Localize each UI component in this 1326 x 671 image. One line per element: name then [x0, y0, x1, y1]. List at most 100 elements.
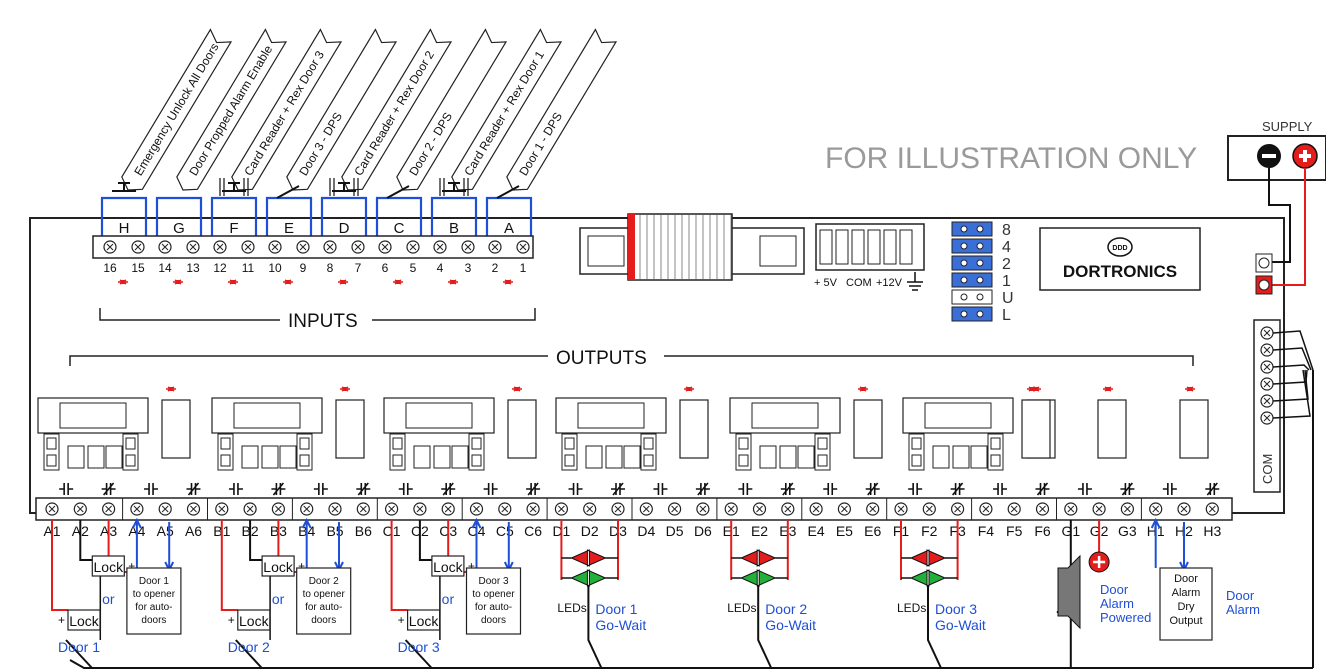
inputs-bracket: INPUTS: [99, 308, 536, 332]
supply-terminals: SUPPLY: [1227, 119, 1326, 295]
input-terminal-number: 15: [131, 261, 145, 275]
nc-contact-icon: [1120, 482, 1135, 496]
dip-label: U: [1002, 290, 1014, 307]
power-12v-label: +12V: [876, 277, 903, 289]
no-contact-icon: [568, 483, 583, 495]
output-terminal-label: F2: [921, 523, 938, 539]
or-label: or: [442, 591, 455, 607]
lock-label: Lock: [69, 613, 100, 629]
nc-contact-icon: [780, 482, 795, 496]
dip-label: 4: [1002, 239, 1011, 256]
opener-text: for auto-: [135, 602, 172, 613]
output-terminal-label: D5: [666, 523, 684, 539]
card-reader-icon: [219, 178, 249, 196]
output-terminal-label: E4: [808, 523, 825, 539]
input-tag: Card Reader + Rex Door 3: [231, 28, 343, 191]
speaker-icon: [1057, 554, 1081, 630]
input-group-label: G: [173, 220, 185, 237]
com-terminal-strip: COM: [1253, 319, 1314, 668]
nc-contact-icon: [526, 482, 541, 496]
pushbutton-icon: [112, 182, 136, 192]
lock-power-wire: [220, 520, 238, 611]
go-wait-label: Door 1: [595, 601, 637, 617]
relay: [853, 399, 883, 459]
output-terminal-label: E2: [751, 523, 768, 539]
toggle-switch-icon: [496, 185, 520, 199]
no-contact-icon: [823, 483, 838, 495]
led-icon: [570, 549, 607, 567]
opener-wire: [132, 517, 142, 568]
input-terminal-number: 9: [300, 261, 307, 275]
pushbutton-icon: [332, 182, 356, 192]
output-terminal-label: D2: [581, 523, 599, 539]
input-loop-wire: [485, 196, 533, 244]
no-contact-icon: [483, 483, 498, 495]
dry-output-box: [1159, 567, 1213, 641]
no-contact-icon: [59, 483, 74, 495]
input-terminal-number: 13: [186, 261, 200, 275]
no-contact-icon: [398, 483, 413, 495]
input-tag: Door 2 - DPS: [396, 28, 508, 191]
no-contact-icon: [144, 483, 159, 495]
go-wait-label: Go-Wait: [595, 617, 646, 633]
input-group-label: D: [339, 220, 350, 237]
opener-text: for auto-: [475, 602, 512, 613]
opener-text: Door 2: [309, 576, 339, 587]
alarm-powered-label: Powered: [1100, 610, 1151, 625]
nc-contact-icon: [101, 482, 116, 496]
nc-contact-icon: [950, 482, 965, 496]
no-contact-icon: [653, 483, 668, 495]
brand-name: DORTRONICS: [1063, 262, 1177, 281]
card-reader-icon: [439, 178, 469, 196]
lock-label: Lock: [409, 613, 440, 629]
lock-plus: +: [228, 613, 235, 627]
ground-bus-wire: [69, 659, 1313, 669]
input-group-label: H: [119, 220, 130, 237]
com-wire: [1272, 364, 1310, 371]
input-group-label: C: [394, 220, 405, 237]
lock-wire: [79, 520, 93, 561]
relay: [161, 399, 191, 459]
dry-output-text: Output: [1169, 615, 1202, 627]
relay: [335, 399, 365, 459]
input-terminal-number: 5: [410, 261, 417, 275]
nc-contact-icon: [186, 482, 201, 496]
input-tag: Door Propped Alarm Enable: [176, 28, 288, 191]
brand-panel: DDD DORTRONICS: [1039, 227, 1201, 291]
lock-plus: +: [128, 559, 135, 573]
logo-mark-text: DDD: [1112, 245, 1127, 252]
lock-plus: +: [58, 613, 65, 627]
opener-text: doors: [481, 615, 506, 626]
input-loop-wire: [265, 196, 313, 244]
input-terminal-number: 10: [268, 261, 282, 275]
led-icon: [909, 549, 947, 567]
no-contact-icon: [738, 483, 753, 495]
nc-contact-icon: [441, 482, 456, 496]
dry-output-text: Alarm: [1172, 587, 1201, 599]
no-contact-icon: [993, 483, 1008, 495]
relay: [679, 399, 709, 459]
input-loop-wire: [210, 196, 258, 244]
lock-box: [261, 555, 295, 577]
dip-switch: [951, 306, 993, 322]
dip-switch: [951, 221, 993, 237]
input-group-label: A: [504, 220, 514, 237]
no-contact-icon: [1162, 483, 1177, 495]
relay-row: [37, 386, 1209, 471]
input-terminal-number: 3: [465, 261, 472, 275]
toggle-switch-icon: [276, 185, 300, 199]
door-label: Door 1: [58, 639, 100, 655]
leds-label: LEDs: [727, 601, 756, 615]
input-terminal-number: 12: [213, 261, 227, 275]
input-group-label: E: [284, 220, 294, 237]
input-tag: Card Reader + Rex Door 2: [341, 28, 453, 191]
input-terminal-number: 11: [242, 261, 255, 275]
door-alarm-label: Alarm: [1226, 602, 1260, 617]
no-contact-icon: [1077, 483, 1092, 495]
opener-box: [296, 567, 352, 635]
door-label: Door 3: [398, 639, 440, 655]
lock-label: Lock: [433, 559, 464, 575]
input-tag: Door 3 - DPS: [286, 28, 398, 191]
